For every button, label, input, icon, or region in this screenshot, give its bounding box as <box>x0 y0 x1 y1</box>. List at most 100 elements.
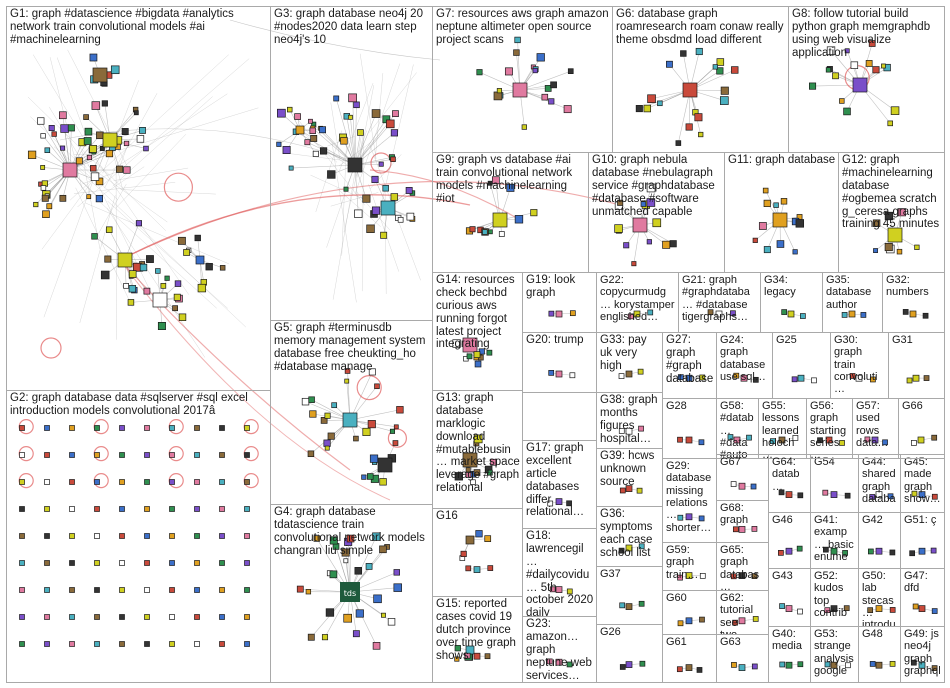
node <box>867 548 874 555</box>
node <box>923 375 930 381</box>
node <box>619 602 626 609</box>
node <box>547 500 554 507</box>
isolate-node <box>244 614 250 620</box>
node <box>548 370 555 376</box>
isolate-node <box>44 425 50 431</box>
node <box>797 492 804 499</box>
edge <box>328 151 348 166</box>
group-label-g40: G40: media <box>772 628 802 653</box>
group-label-g22: G22: copycurmudg… korystamper englished… <box>600 274 675 323</box>
edge <box>115 134 187 209</box>
node <box>869 661 876 667</box>
node <box>750 483 757 490</box>
node <box>569 372 576 379</box>
node <box>276 141 282 147</box>
hub-node <box>738 482 746 490</box>
node <box>677 374 684 380</box>
node <box>390 156 396 163</box>
node <box>698 515 705 522</box>
node <box>128 285 137 293</box>
group-box-g13: G13: graph database marklogic download #… <box>432 390 523 509</box>
node <box>751 526 758 532</box>
node <box>762 187 769 194</box>
node <box>909 550 916 557</box>
node <box>832 72 839 80</box>
node <box>887 493 894 500</box>
edge <box>30 116 118 200</box>
group-box-g8: G8: follow tutorial build python graph m… <box>788 6 945 153</box>
node <box>486 469 493 476</box>
group-label-g55: G55: lessons learned holoch… <box>762 400 800 459</box>
hub-node <box>92 67 108 83</box>
node <box>657 100 663 107</box>
node <box>373 594 382 604</box>
group-box-g19: G19: look graph <box>522 272 597 333</box>
node <box>635 105 643 113</box>
group-label-g3: G3: graph database neo4j 20 #nodes2020 d… <box>274 8 423 46</box>
group-box-g11: G11: graph database <box>724 152 839 273</box>
group-box-g18: G18: lawrencegil… #dailycovidu… 5th octo… <box>522 528 597 617</box>
node <box>361 474 367 480</box>
group-box-g35: G35: database author <box>822 272 883 333</box>
group-box-g45: G45: made graph show… <box>900 454 945 513</box>
hub-node <box>785 661 793 669</box>
isolate-node <box>169 587 175 593</box>
node <box>730 310 736 317</box>
hub-node <box>625 661 633 668</box>
isolate-node <box>244 533 250 539</box>
node <box>541 93 549 101</box>
isolate-node <box>169 641 175 647</box>
node <box>309 127 316 134</box>
group-label-g2: G2: graph database data #sqlserver #sql … <box>10 392 248 417</box>
hub-node <box>785 605 793 612</box>
group-label-g18: G18: lawrencegil… #dailycovidu… 5th octo… <box>526 530 594 617</box>
group-label-g62: G62: tutorial see two… <box>720 592 754 635</box>
group-label-g49: G49: js neo4j graph graphql <box>904 628 941 677</box>
hub-node <box>918 491 926 498</box>
group-label-g42: G42 <box>862 514 883 526</box>
node <box>346 534 355 543</box>
node <box>865 60 873 67</box>
group-label-g4: G4: graph database tdatascience train co… <box>274 506 425 557</box>
node <box>380 231 388 239</box>
node <box>906 377 913 384</box>
isolate-node <box>44 641 50 647</box>
hub-node <box>465 535 475 545</box>
node <box>638 543 645 550</box>
node <box>889 549 896 556</box>
edge <box>310 174 369 202</box>
node <box>809 82 817 90</box>
node <box>677 620 684 627</box>
node <box>882 439 888 446</box>
group-box-g34: G34: legacy <box>760 272 823 333</box>
group-box-g68: G68: graph <box>716 500 769 543</box>
node <box>157 322 166 330</box>
edge <box>369 72 417 133</box>
hub-node <box>152 292 168 308</box>
node <box>931 608 938 614</box>
node <box>90 172 100 181</box>
node <box>381 612 386 618</box>
edge <box>99 201 217 309</box>
node <box>873 248 878 254</box>
node <box>160 283 167 289</box>
node <box>386 119 395 129</box>
node <box>884 211 894 221</box>
node <box>640 201 647 207</box>
hub-node <box>555 370 563 378</box>
group-box-g33: G33: pay uk very high <box>596 332 663 393</box>
node <box>889 607 896 613</box>
hub-node <box>918 547 926 555</box>
node <box>931 665 938 671</box>
node <box>781 309 788 315</box>
node <box>694 113 703 122</box>
group-box-g41: G41: examp… basic enume… <box>810 512 859 569</box>
isolate-node <box>144 479 150 485</box>
group-box-g47: G47: dfd <box>900 568 945 627</box>
node <box>476 69 483 76</box>
node <box>911 440 917 446</box>
node <box>90 165 97 172</box>
isolate-node <box>119 614 125 620</box>
hub-node <box>875 547 883 555</box>
isolate-node <box>219 452 225 458</box>
